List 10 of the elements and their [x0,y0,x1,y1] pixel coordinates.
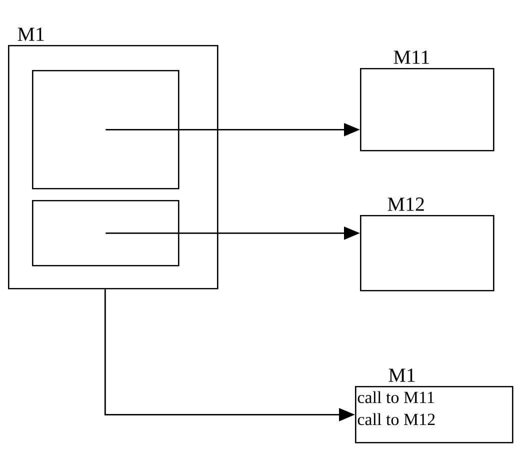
node-label: M12 [388,198,424,211]
node-label: M1 [18,28,44,41]
module-box: M12 [360,198,494,292]
inner-box [32,200,180,266]
module-box: M11 [360,50,494,152]
node-label: M1 [388,368,415,382]
module-box: M1 [8,28,218,290]
node-label: M11 [394,50,430,64]
module-box: M1 call to M11 call to M12 [355,368,514,444]
inner-box [32,70,180,190]
